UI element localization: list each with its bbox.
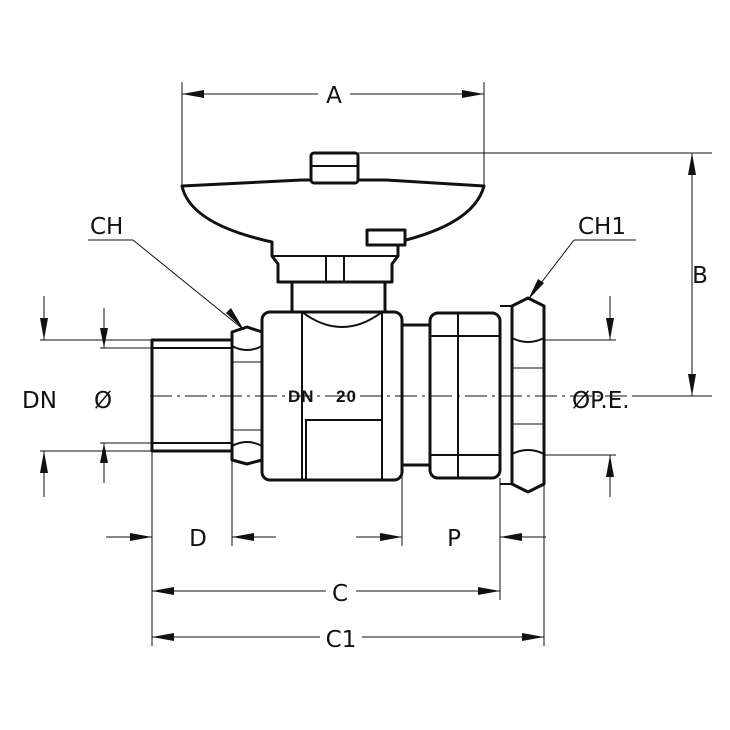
dimension-a: A: [181, 80, 485, 186]
dimension-p: P: [356, 465, 546, 600]
stem-nut: [309, 151, 360, 185]
leader-ch1: CH1: [527, 214, 636, 301]
label-b: B: [692, 263, 708, 289]
valve-neck: [290, 278, 387, 316]
dimension-diameter-pe: ØP.E.: [544, 296, 630, 497]
valve-assembly: DN 20: [150, 151, 632, 494]
dimension-c1: C1: [152, 484, 545, 653]
dimension-d: D: [106, 451, 276, 646]
dimension-b: B: [358, 152, 712, 397]
coupling-ring: [400, 323, 432, 467]
dimension-diameter: Ø: [94, 308, 152, 483]
label-dn: DN: [22, 388, 57, 414]
dimension-dn: DN: [22, 296, 152, 497]
label-diameter-pe: ØP.E.: [572, 388, 630, 414]
label-a: A: [326, 83, 342, 109]
butterfly-handle: [180, 151, 486, 284]
label-c1: C1: [326, 627, 357, 653]
label-ch: CH: [90, 214, 123, 240]
label-ch1: CH1: [578, 214, 626, 240]
hex-nut-ch1: [500, 296, 546, 494]
label-c: C: [332, 581, 348, 607]
label-p: P: [447, 526, 461, 552]
label-d: D: [189, 526, 207, 552]
handle-stop-tab: [365, 228, 407, 247]
label-diameter: Ø: [94, 388, 112, 414]
dimension-c: C: [152, 578, 500, 607]
leader-ch: CH: [88, 214, 245, 331]
